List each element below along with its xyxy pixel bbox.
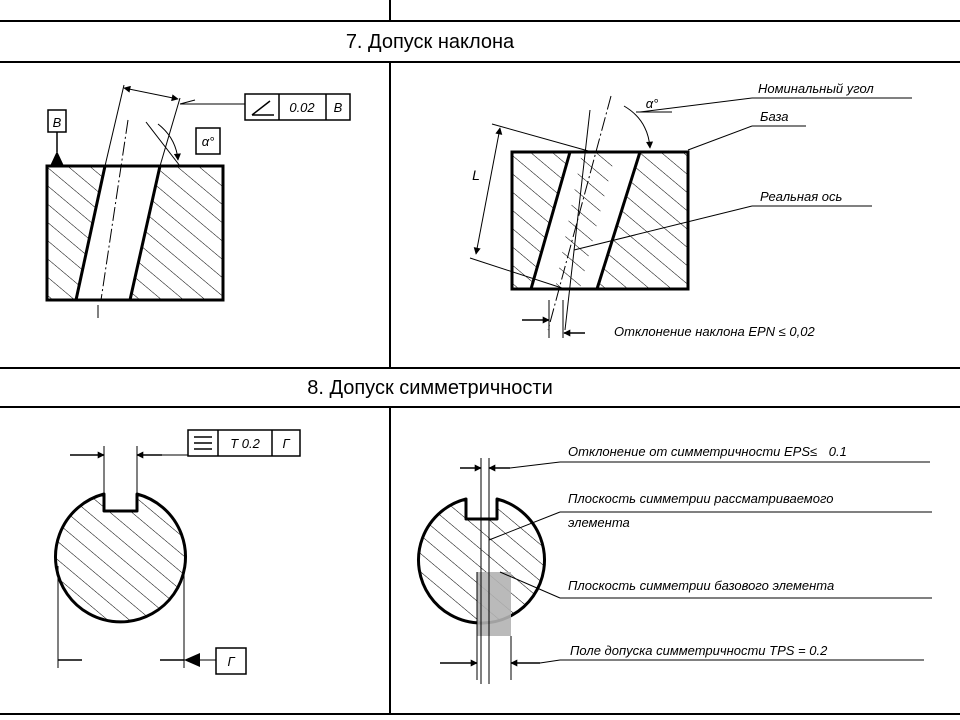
eps-value: 0.1	[829, 444, 847, 459]
datum-letter-b: В	[53, 115, 62, 130]
angle-box	[195, 127, 221, 155]
symmetry-frame: Т 0.2 Г	[187, 429, 301, 457]
plane-feature-label-1: Плоскость симметрии рассматриваемого	[568, 491, 833, 506]
deviation-label: Отклонение наклона EPN ≤ 0,02	[614, 324, 815, 339]
section8-right-drawing: Отклонение от симметричности EPS≤ 0.1 Пл…	[417, 444, 932, 684]
eps-label-text: Отклонение от симметричности EPS≤	[568, 444, 817, 459]
real-axis-label: Реальная ось	[760, 189, 843, 204]
datum-box-g	[215, 647, 247, 675]
nominal-axis	[547, 95, 612, 331]
angle-label-right: α°	[646, 96, 659, 111]
length-label: L	[472, 167, 480, 183]
inclined-hole	[76, 166, 160, 300]
shaft-left	[54, 492, 187, 624]
plane-base-label: Плоскость симметрии базового элемента	[568, 578, 834, 593]
symmetry-symbol-icon	[194, 436, 212, 450]
angularity-frame: 0.02 В	[244, 93, 351, 121]
section8-title: 8. Допуск симметричности	[307, 377, 553, 399]
datum-letter-g: Г	[227, 654, 235, 669]
symmetry-frame-datum: Г	[282, 436, 290, 451]
datum-triangle-g	[184, 653, 200, 667]
datum-triangle	[50, 151, 64, 166]
hole-axis	[100, 119, 129, 301]
nominal-angle-label: Номинальный угол	[758, 81, 874, 96]
frame-value: 0.02	[289, 100, 315, 115]
section7-left-drawing: В 0.02 В α°	[45, 84, 351, 318]
eps-label: Отклонение от симметричности EPS≤ 0.1	[568, 444, 847, 459]
base-label: База	[760, 109, 789, 124]
section8-left-drawing: Т 0.2 Г Г	[54, 429, 301, 675]
angle-label: α°	[202, 134, 215, 149]
plane-feature-label-2: элемента	[568, 515, 630, 530]
angularity-symbol-icon	[251, 100, 274, 116]
real-axis	[564, 109, 591, 331]
tps-label: Поле допуска симметричности TPS = 0.2	[570, 643, 828, 658]
section7-right-drawing: L α° Номинальный угол База Реальная ось …	[469, 81, 912, 339]
symmetry-frame-value: Т 0.2	[230, 436, 260, 451]
frame-datum: В	[334, 100, 343, 115]
tolerance-zone	[477, 572, 511, 636]
section7-title: 7. Допуск наклона	[346, 31, 515, 53]
